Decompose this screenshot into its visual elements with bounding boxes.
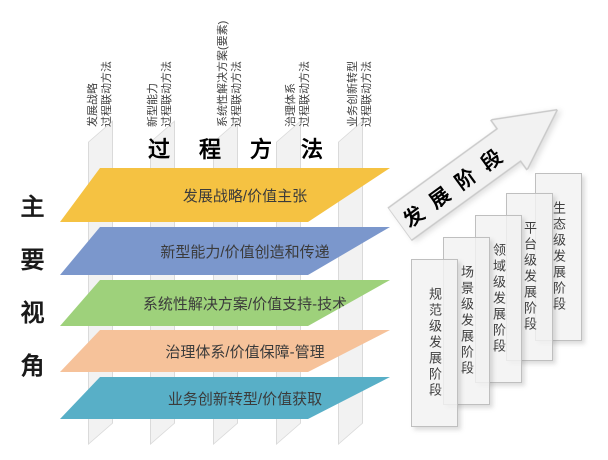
process-column-label-innovation: 业务创新转型 过程联动方法	[347, 61, 373, 127]
process-method-title: 过程方法	[148, 137, 353, 162]
layer-systematic-solution-label: 系统性解决方案/价值支持-技术	[142, 295, 348, 313]
layer-governance-system-label: 治理体系/价值保障-管理	[165, 343, 325, 361]
layer-new-capability-label: 新型能力/价值创造和传递	[160, 243, 330, 261]
layer-business-innovation-label: 业务创新转型/价值获取	[167, 390, 323, 408]
layer-new-capability: 新型能力/价值创造和传递	[60, 227, 390, 275]
stage-col-platform-label: 平台级发展阶段	[522, 221, 537, 333]
process-column-label-capability: 新型能力 过程联动方法	[147, 61, 173, 127]
process-column-label-solution: 系统性解决方案(要素) 过程联动方法	[217, 20, 243, 127]
main-perspective-axis-label: 主要视角	[16, 194, 43, 406]
stage-col-ecosystem-label: 生态级发展阶段	[551, 201, 566, 313]
layer-development-strategy-label: 发展战略/价值主张	[182, 187, 308, 205]
stage-col-scenario-label: 场景级发展阶段	[459, 265, 474, 377]
process-column-label-governance: 治理体系 过程联动方法	[285, 61, 311, 127]
stage-col-normative: 规范级发展阶段	[411, 259, 458, 427]
development-stage-arrow: 发展阶段	[381, 85, 575, 250]
process-column-label-strategy: 发展战略 过程联动方法	[87, 61, 113, 127]
arrow-icon	[386, 108, 559, 242]
stage-col-normative-label: 规范级发展阶段	[427, 287, 442, 399]
layer-development-strategy: 发展战略/价值主张	[60, 168, 390, 222]
stage-col-domain-label: 领域级发展阶段	[491, 243, 506, 355]
